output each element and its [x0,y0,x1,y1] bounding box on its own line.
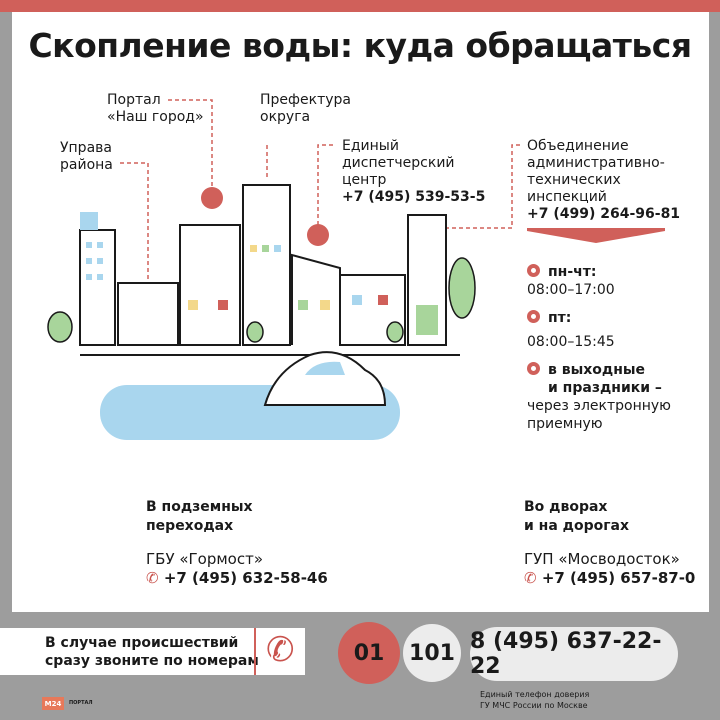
arrow-down-icon [527,231,665,243]
bullet-icon [527,310,540,323]
windows [86,242,438,335]
hotline-number[interactable]: 8 (495) 637-22-22 [470,627,678,681]
portal-icon [201,187,223,209]
bullet-icon [527,362,540,375]
phone-icon: ✆ [266,630,295,670]
m24-logo: M24 [42,697,64,710]
top-accent-bar [0,0,720,12]
page-title: Скопление воды: куда обращаться [28,26,692,65]
phone-icon: ✆ [524,569,537,587]
schedule: пн-чт: 08:00–17:00 пт: 08:00–15:45 в вых… [527,264,671,432]
car-icon [263,351,387,406]
number-01[interactable]: 01 [338,622,400,684]
logo-subtitle: ПОРТАЛ [69,700,93,706]
city-illustration [47,99,665,440]
phone-marker-icon [307,224,329,246]
connector-lines [120,99,520,280]
tree-icons [47,257,476,343]
bullet-icon [527,264,540,277]
phone-icon: ✆ [146,569,159,587]
number-101[interactable]: 101 [403,624,461,682]
label-portal: Портал«Наш город» [107,92,204,125]
